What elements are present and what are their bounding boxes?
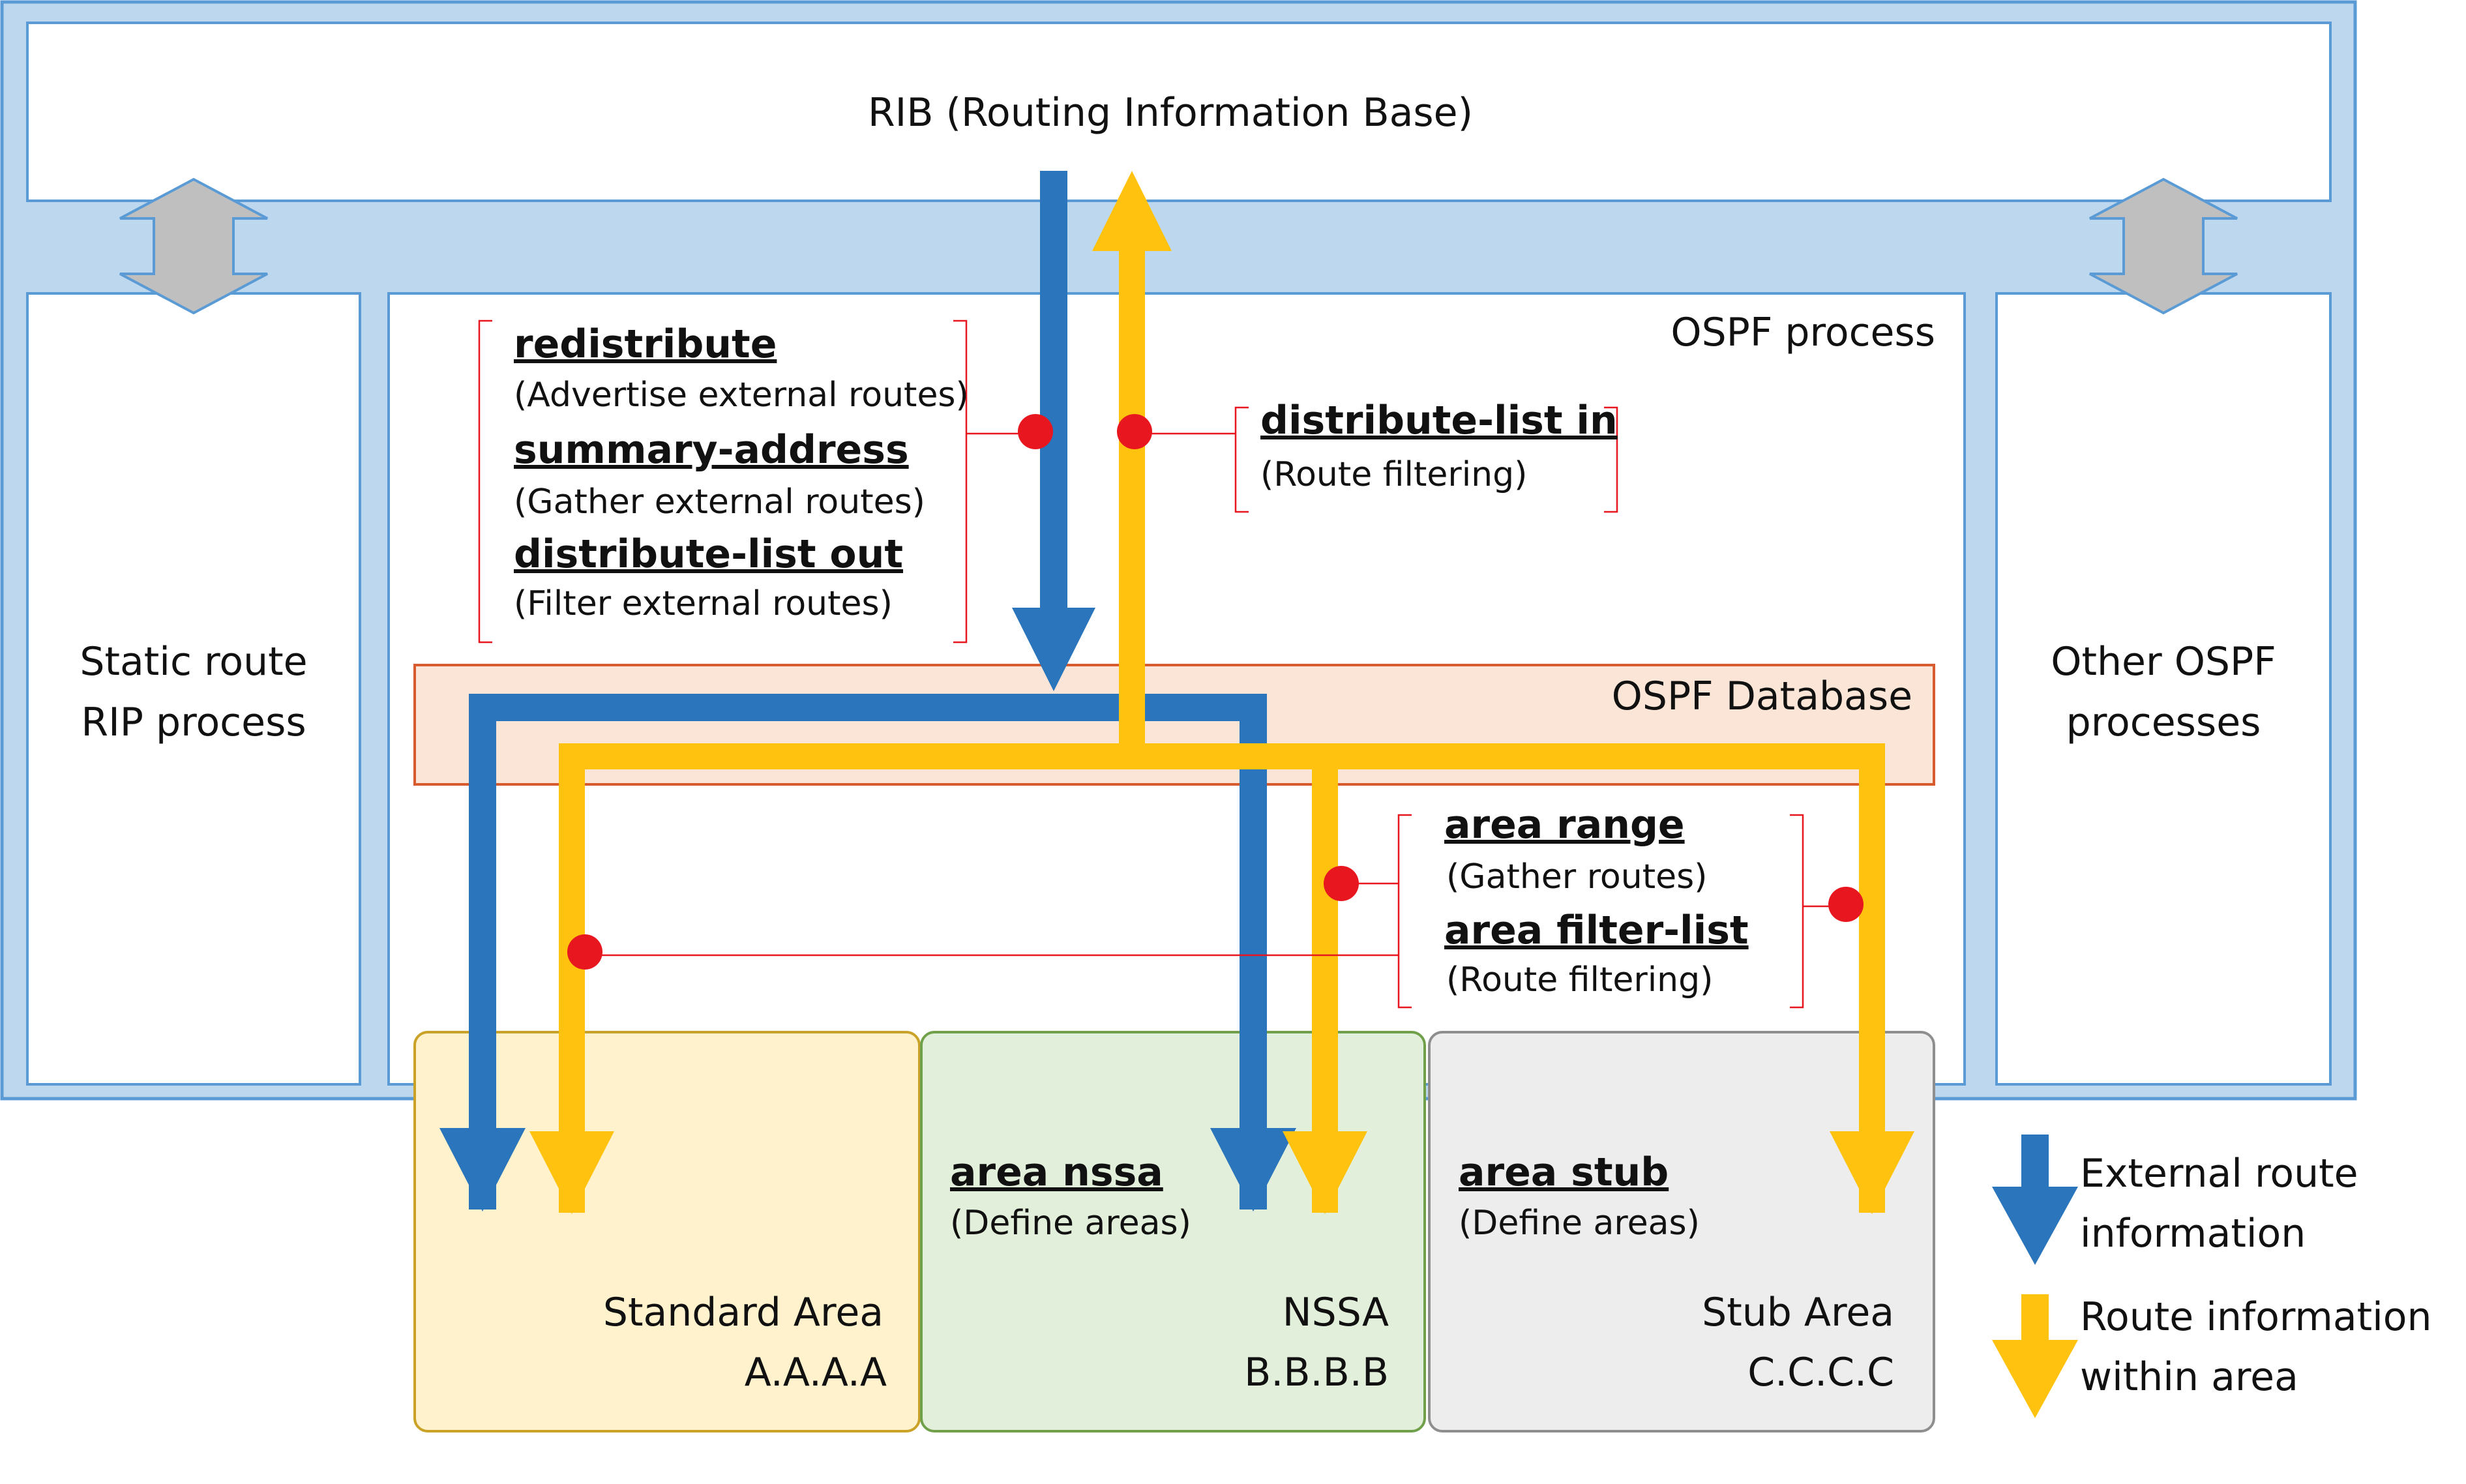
- stub-area-name: Stub Area: [1702, 1290, 1894, 1335]
- rib-title: RIB (Routing Information Base): [868, 90, 1473, 136]
- standard-area-filter-dot: [567, 934, 602, 970]
- area-stub-command: area stub: [1459, 1150, 1669, 1195]
- area-nssa-command: area nssa: [950, 1150, 1163, 1195]
- external-route-distribution-path: [469, 694, 1267, 1209]
- ospf-database-title: OSPF Database: [1612, 674, 1912, 719]
- area-commands-bracket-left: [1397, 814, 1412, 1009]
- nssa-id: B.B.B.B: [1244, 1350, 1389, 1395]
- standard-area-id: A.A.A.A: [745, 1350, 887, 1395]
- redistribute-filter-dot: [1018, 414, 1053, 449]
- internal-route-collection-path: [559, 743, 1885, 1213]
- legend-internal-arrow: [1992, 1294, 2078, 1418]
- external-commands-bracket-left: [478, 319, 492, 644]
- area-stub-description: (Define areas): [1459, 1204, 1700, 1243]
- processes-label: processes: [2066, 700, 2261, 745]
- internal-route-arrowhead-stub: [1830, 1131, 1914, 1214]
- other-ospf-label: Other OSPF: [2051, 639, 2276, 685]
- legend-external-line2: information: [2080, 1211, 2306, 1256]
- summary-address-description: (Gather external routes): [514, 482, 925, 522]
- other-ospf-panel: [1995, 292, 2332, 1086]
- rip-process-label: RIP process: [81, 700, 306, 745]
- static-route-label: Static route: [80, 639, 307, 685]
- rib-left-double-arrow: [119, 177, 268, 315]
- legend-internal-line2: within area: [2080, 1354, 2298, 1400]
- standard-area-name: Standard Area: [603, 1290, 884, 1335]
- internal-route-arrowhead-standard: [529, 1131, 614, 1214]
- area-nssa-description: (Define areas): [950, 1204, 1191, 1243]
- nssa-area-filter-dot: [1324, 866, 1359, 901]
- area-filter-list-description: (Route filtering): [1446, 960, 1713, 1000]
- rib-right-double-arrow: [2089, 177, 2238, 315]
- external-route-arrow-down-into-database: [1012, 171, 1095, 691]
- legend-external-arrow: [1992, 1135, 2078, 1265]
- distribute-list-in-filter-dot: [1117, 414, 1152, 449]
- stub-area-box: [1428, 1031, 1935, 1432]
- ospf-process-title: OSPF process: [1671, 310, 1935, 355]
- area-range-description: (Gather routes): [1446, 857, 1707, 897]
- legend-external-line1: External route: [2080, 1151, 2358, 1196]
- distribute-list-in-bracket-right: [1604, 406, 1618, 513]
- static-rip-panel: [26, 292, 361, 1086]
- distribute-list-in-bracket-left: [1234, 406, 1249, 513]
- external-commands-bracket-right: [953, 319, 968, 644]
- rib-box: [26, 22, 2332, 202]
- external-route-arrowhead-nssa: [1210, 1128, 1296, 1211]
- internal-route-arrowhead-nssa: [1283, 1131, 1367, 1214]
- distribute-list-out-command: distribute-list out: [514, 531, 903, 577]
- internal-route-arrow-up-to-rib: [1092, 171, 1172, 743]
- distribute-list-in-description: (Route filtering): [1260, 455, 1527, 494]
- summary-address-command: summary-address: [514, 427, 909, 473]
- distribute-list-in-command: distribute-list in: [1260, 398, 1618, 443]
- nssa-name: NSSA: [1283, 1290, 1389, 1335]
- area-commands-bracket-right: [1790, 814, 1804, 1009]
- redistribute-command: redistribute: [514, 321, 777, 367]
- area-range-command: area range: [1444, 802, 1685, 848]
- stub-area-id: C.C.C.C: [1747, 1350, 1894, 1395]
- distribute-list-out-description: (Filter external routes): [514, 584, 893, 623]
- redistribute-description: (Advertise external routes): [514, 376, 969, 415]
- external-route-arrowhead-standard: [439, 1128, 526, 1211]
- legend-internal-line1: Route information: [2080, 1294, 2432, 1340]
- area-filter-list-command: area filter-list: [1444, 908, 1749, 953]
- stub-area-filter-dot: [1828, 887, 1864, 922]
